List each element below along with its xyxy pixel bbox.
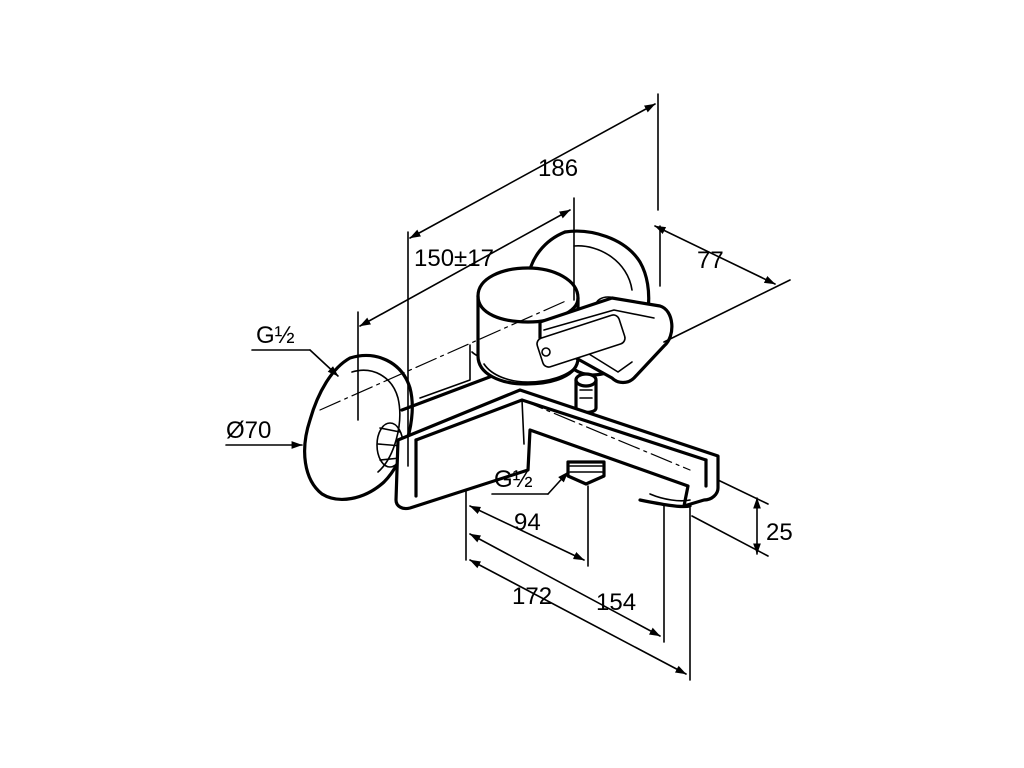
thread-callout-bottom: G½ bbox=[491, 466, 569, 495]
dimension-25: 25 bbox=[691, 479, 793, 557]
spout bbox=[394, 388, 720, 511]
control-handle bbox=[476, 266, 674, 386]
label-172: 172 bbox=[512, 583, 552, 610]
label-186: 186 bbox=[538, 155, 578, 182]
label-150-17: 150±17 bbox=[414, 245, 494, 272]
label-94: 94 bbox=[514, 509, 541, 536]
dimension-lines: 186 150±17 77 G½ Ø70 bbox=[225, 93, 793, 681]
diameter-callout: Ø70 bbox=[225, 417, 303, 449]
label-diameter: Ø70 bbox=[226, 417, 271, 444]
label-25: 25 bbox=[766, 519, 793, 546]
dimension-94: 94 bbox=[465, 485, 589, 567]
label-77: 77 bbox=[697, 247, 724, 274]
label-154: 154 bbox=[596, 589, 636, 616]
thread-callout-top: G½ bbox=[251, 322, 339, 377]
dimension-154: 154 bbox=[469, 505, 665, 643]
dimension-77: 77 bbox=[654, 225, 791, 343]
dimension-172: 172 bbox=[469, 507, 691, 681]
bottom-thread-connector bbox=[566, 460, 606, 486]
label-thread-top: G½ bbox=[256, 322, 295, 349]
label-thread-bottom: G½ bbox=[494, 466, 533, 493]
diverter-knob bbox=[574, 372, 598, 415]
dimension-150: 150±17 bbox=[357, 197, 575, 421]
